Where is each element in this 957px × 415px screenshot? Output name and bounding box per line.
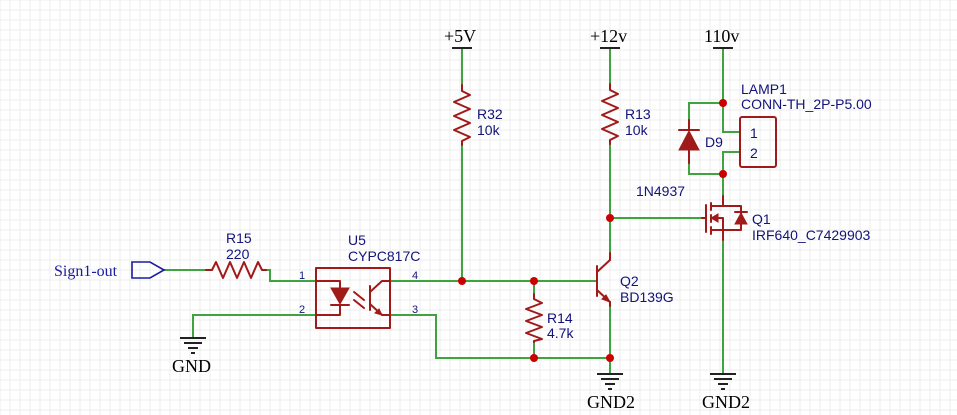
q1-drain — [710, 195, 724, 207]
lamp1-body — [739, 116, 777, 168]
d9-ref: D9 — [705, 134, 723, 150]
transistor-q2[interactable]: Q2 BD139G — [596, 252, 674, 307]
resistor-r14[interactable]: R14 4.7k — [525, 293, 574, 343]
npn-arrow-icon — [601, 294, 612, 303]
port-flag-icon — [131, 261, 166, 279]
net-label-gnd: GND — [172, 356, 211, 376]
junction-dot — [719, 170, 727, 178]
mosfet-arrow-icon — [709, 213, 719, 223]
q1-ref: Q1 — [752, 211, 771, 227]
power-flag-5v[interactable]: +5V — [444, 26, 476, 49]
resistor-r15[interactable]: R15 220 — [205, 230, 267, 279]
wire-d9-bottom — [688, 162, 724, 175]
junctions — [458, 99, 727, 362]
junction-dot — [530, 354, 538, 362]
led-icon — [330, 287, 350, 306]
lamp1-pin-1: 1 — [750, 125, 758, 141]
resistor-zigzag-icon — [525, 293, 543, 343]
ground-symbol-gnd2-right[interactable]: GND2 — [702, 373, 750, 412]
q2-value: BD139G — [620, 289, 674, 305]
light-arrow-icon — [353, 299, 365, 309]
emitter-arrow-icon — [374, 308, 383, 316]
u5-led-lead — [315, 305, 341, 316]
q1-value: IRF640_C7429903 — [752, 227, 871, 243]
ground-symbol-gnd2-left[interactable]: GND2 — [587, 373, 635, 412]
junction-dot — [719, 99, 727, 107]
resistor-zigzag-icon — [205, 261, 267, 279]
lamp1-pin-2: 2 — [750, 145, 758, 161]
resistor-zigzag-icon — [453, 84, 471, 146]
wire-lamp-pin2 — [722, 151, 741, 197]
power-flag-110v[interactable]: 110v — [704, 26, 739, 49]
wire-u5pin3-gnd2 — [389, 314, 611, 359]
junction-dot — [458, 277, 466, 285]
r15-ref: R15 — [226, 230, 252, 246]
r32-value: 10k — [477, 122, 501, 138]
optocoupler-u5[interactable]: 1 2 3 4 U5 CYPC817C — [299, 232, 420, 329]
u5-value: CYPC817C — [348, 248, 420, 264]
wire-d9-top — [688, 102, 724, 121]
wire-lamp-pin1 — [722, 102, 741, 133]
r13-ref: R13 — [625, 106, 651, 122]
diode-d9[interactable]: D9 1N4937 — [636, 119, 723, 199]
r32-ref: R32 — [477, 106, 503, 122]
ground-symbol-gnd[interactable]: GND — [172, 337, 211, 376]
u5-body — [315, 267, 391, 329]
wire-r15-u5pin1 — [265, 269, 317, 282]
connector-lamp1[interactable]: 1 2 LAMP1 CONN-TH_2P-P5.00 — [739, 81, 872, 168]
port-sign1-out[interactable]: Sign1-out — [54, 261, 166, 280]
d9-value: 1N4937 — [636, 183, 685, 199]
q2-collector — [596, 259, 611, 273]
mosfet-q1[interactable]: Q1 IRF640_C7429903 — [701, 195, 871, 243]
r14-value: 4.7k — [547, 325, 574, 341]
junction-dot — [530, 277, 538, 285]
r13-value: 10k — [625, 122, 649, 138]
port-label: Sign1-out — [54, 263, 118, 280]
power-flag-12v[interactable]: +12v — [590, 26, 627, 49]
q2-ref: Q2 — [620, 273, 639, 289]
wires — [163, 47, 741, 375]
resistor-r13[interactable]: R13 10k — [601, 83, 651, 145]
phototransistor-collector — [369, 280, 391, 293]
lamp1-ref: LAMP1 — [741, 81, 787, 97]
junction-dot — [606, 354, 614, 362]
resistor-r32[interactable]: R32 10k — [453, 84, 503, 146]
u5-pin-4: 4 — [412, 270, 418, 282]
lamp1-value: CONN-TH_2P-P5.00 — [741, 96, 872, 112]
u5-pin-1: 1 — [299, 270, 305, 282]
net-label-110v: 110v — [704, 26, 739, 46]
net-label-gnd2-left: GND2 — [587, 392, 635, 412]
wire-u5pin2-gnd — [192, 314, 317, 339]
net-label-5v: +5V — [444, 26, 476, 46]
u5-ref: U5 — [348, 232, 366, 248]
body-diode-icon — [734, 211, 748, 225]
light-arrow-icon — [353, 291, 365, 301]
junction-dot — [606, 214, 614, 222]
u5-pin-2: 2 — [299, 304, 305, 316]
q1-source — [710, 229, 724, 241]
resistor-zigzag-icon — [601, 83, 619, 145]
u5-pin-3: 3 — [412, 304, 418, 316]
r15-value: 220 — [226, 246, 250, 262]
u5-led-lead — [315, 280, 341, 289]
r14-ref: R14 — [547, 310, 573, 326]
net-label-gnd2-right: GND2 — [702, 392, 750, 412]
net-label-12v: +12v — [590, 26, 627, 46]
